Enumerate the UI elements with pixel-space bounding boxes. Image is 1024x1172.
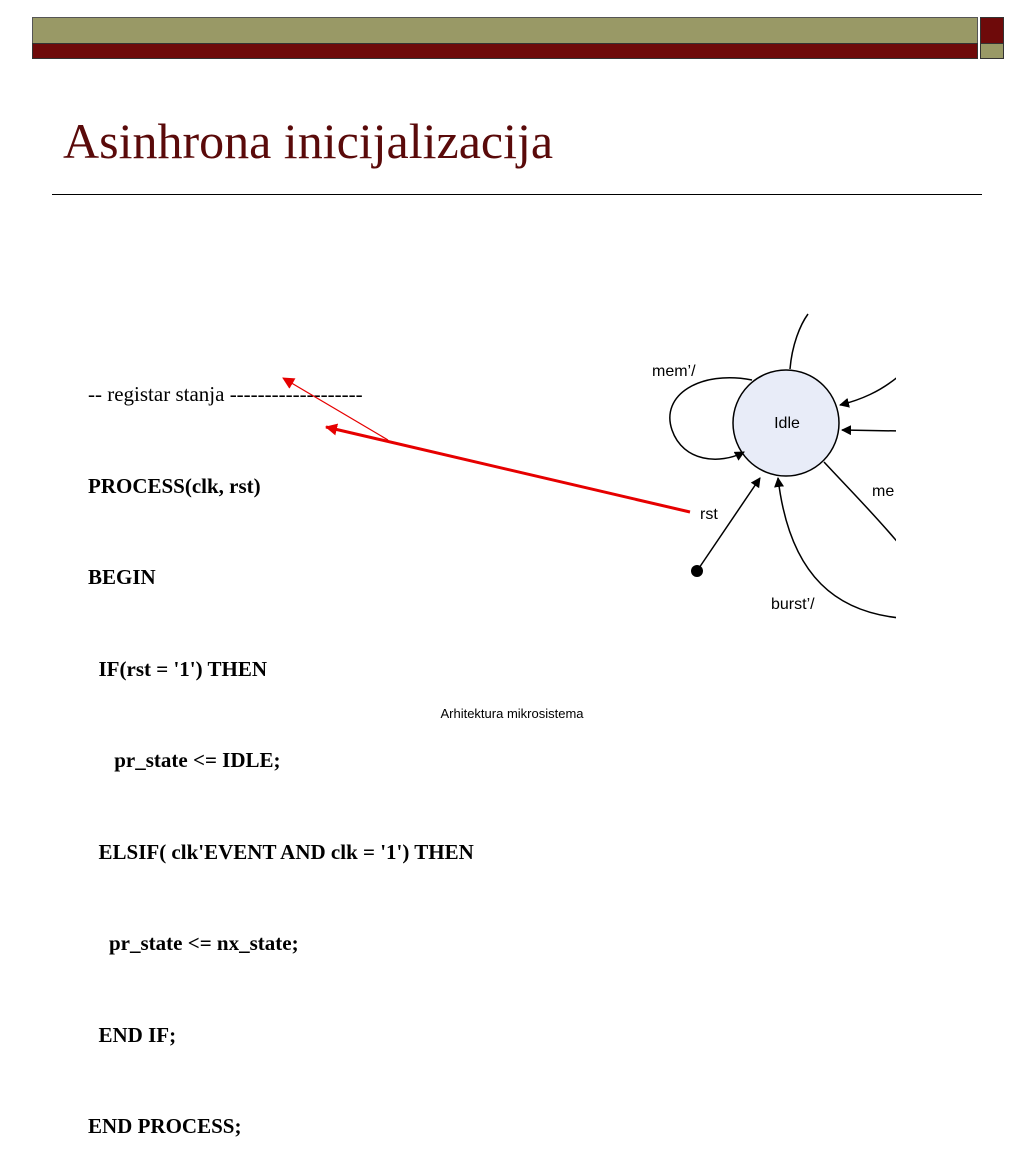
slide-title: Asinhrona inicijalizacija: [63, 113, 554, 169]
code-line: END PROCESS;: [88, 1114, 242, 1138]
code-line: ELSIF( clk'EVENT AND clk = '1') THEN: [88, 839, 474, 864]
annotation-arrow-thin: [282, 377, 389, 441]
header-bar-maroon: [32, 43, 978, 59]
header-square-olive: [980, 43, 1004, 59]
code-line: BEGIN: [88, 565, 156, 589]
reset-transition-label: rst: [700, 506, 718, 523]
annotation-arrow-thick: [325, 423, 691, 514]
incoming-transition-upper: [839, 377, 896, 408]
title-divider: [52, 194, 982, 195]
self-loop-transition: [669, 377, 753, 461]
code-line: END IF;: [88, 1022, 177, 1047]
idle-state-label: Idle: [774, 415, 800, 432]
self-loop-label: mem’/: [652, 363, 696, 380]
idle-state-circle: [732, 369, 840, 477]
burst-transition-label: burst’/: [771, 596, 815, 613]
state-diagram: Idle mem’/ me burst’/ rst: [282, 313, 896, 619]
right-transition-label: me: [872, 483, 894, 500]
code-line: PROCESS(clk, rst): [88, 473, 261, 498]
reset-transition: [696, 477, 761, 572]
footer-text: Arhitektura mikrosistema: [440, 706, 584, 721]
burst-transition: [774, 477, 896, 619]
code-line: pr_state <= nx_state;: [88, 931, 299, 955]
incoming-transition-middle: [841, 425, 896, 436]
code-line: IF(rst = '1') THEN: [88, 656, 268, 681]
top-transition: [789, 313, 809, 370]
outgoing-transition-lower: [823, 461, 896, 542]
